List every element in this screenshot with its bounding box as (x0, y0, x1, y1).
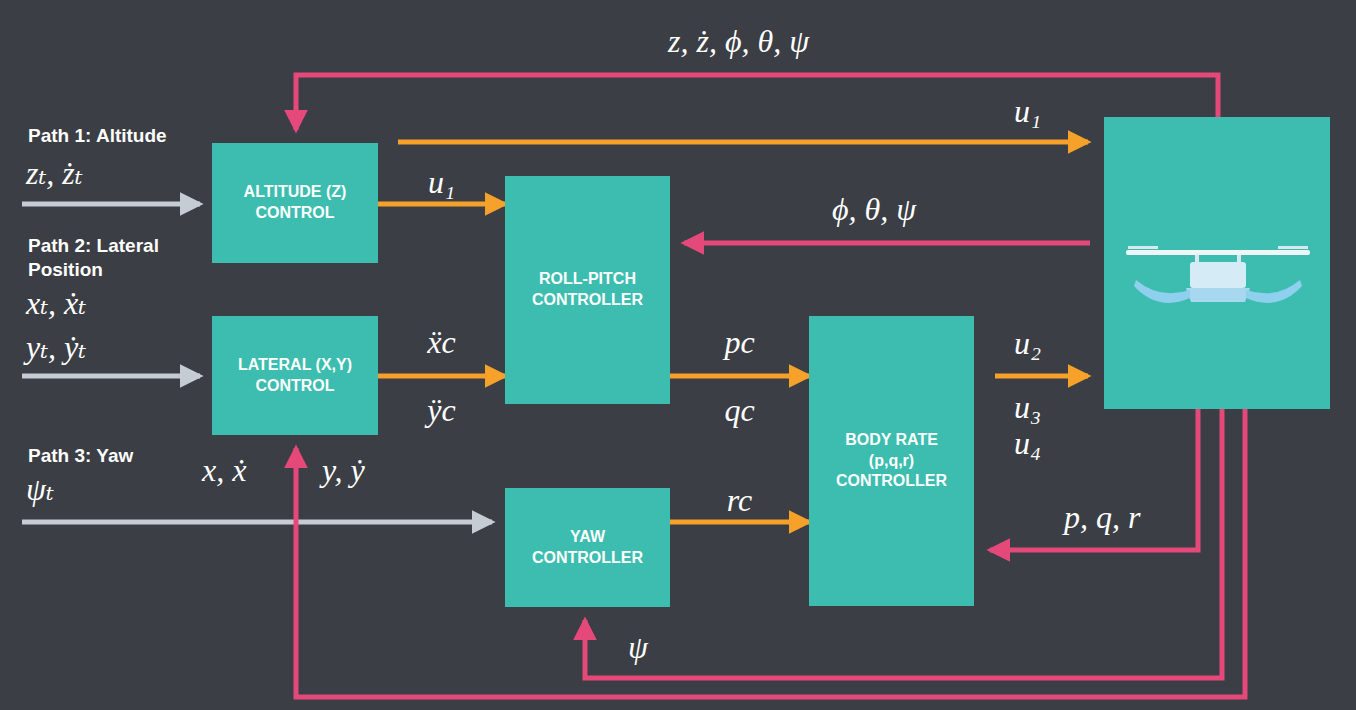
signal-name: y, ẏ (322, 453, 365, 488)
signal-label: rc (727, 483, 752, 518)
input-arrow (22, 374, 200, 379)
drone-body (1186, 288, 1250, 302)
path-heading: Path 1: Altitude (28, 124, 167, 148)
controller-box: LATERAL (X,Y) CONTROL (212, 316, 378, 435)
command-arrow (398, 140, 1088, 145)
input-arrow (22, 202, 200, 207)
box-label: ROLL-PITCH CONTROLLER (519, 269, 656, 311)
drone-post (1195, 255, 1199, 263)
signal-arrow (670, 520, 809, 525)
feedback-arrow (296, 409, 1245, 697)
drone-arm (1246, 280, 1302, 303)
feedback-arrow (684, 241, 1090, 246)
signal-label: pc qc (724, 308, 754, 444)
signal-name: x, ẋ (202, 453, 246, 488)
path-heading: Path 3: Yaw (28, 444, 133, 468)
drone-frame (1126, 250, 1310, 255)
box-label: YAW CONTROLLER (519, 527, 656, 569)
feedback-arrow (296, 75, 1218, 130)
drone-arm (1134, 280, 1190, 303)
signal-label: ẍc ÿc (427, 308, 455, 444)
drone-propeller (1128, 246, 1158, 249)
signal-name: z, ż, ϕ, θ, ψ (668, 24, 809, 59)
box-label: LATERAL (X,Y) CONTROL (226, 355, 364, 397)
feedback-arrow (990, 409, 1198, 550)
signal-name: ϕ, θ, ψ (832, 192, 916, 227)
signal-name: yₜ, ẏₜ (26, 330, 86, 365)
signal-name: xₜ, ẋₜ (26, 286, 86, 321)
vehicle-panel (1104, 117, 1330, 409)
drone-propeller (1278, 246, 1308, 249)
drone-body (1190, 262, 1246, 288)
controller-box: ROLL-PITCH CONTROLLER (505, 176, 670, 404)
input-arrow (22, 520, 492, 525)
signal-name: zₜ, żₜ (26, 156, 83, 191)
signal-name: u₁ (1014, 94, 1041, 129)
controller-box: YAW CONTROLLER (505, 488, 670, 607)
path-heading: Path 2: Lateral Position (28, 234, 198, 282)
signal-arrow (378, 202, 505, 207)
command-arrow (995, 374, 1088, 379)
signal-name: ψ (628, 630, 648, 665)
box-label: BODY RATE (p,q,r) CONTROLLER (823, 430, 960, 492)
signal-label: u₁ (428, 165, 455, 200)
drone-illustration (1104, 117, 1330, 409)
signal-arrow (378, 374, 505, 379)
signal-name: u₂ (1014, 326, 1041, 361)
signal-name: ψₜ (26, 472, 54, 507)
signal-name: u₄ (1014, 426, 1041, 461)
drone-post (1237, 255, 1241, 263)
controller-box: BODY RATE (p,q,r) CONTROLLER (809, 316, 974, 606)
box-label: ALTITUDE (Z) CONTROL (226, 182, 364, 224)
signal-name: u₃ (1014, 390, 1041, 425)
signal-arrow (670, 374, 809, 379)
controller-box: ALTITUDE (Z) CONTROL (212, 143, 378, 263)
signal-name: p, q, r (1064, 500, 1140, 535)
